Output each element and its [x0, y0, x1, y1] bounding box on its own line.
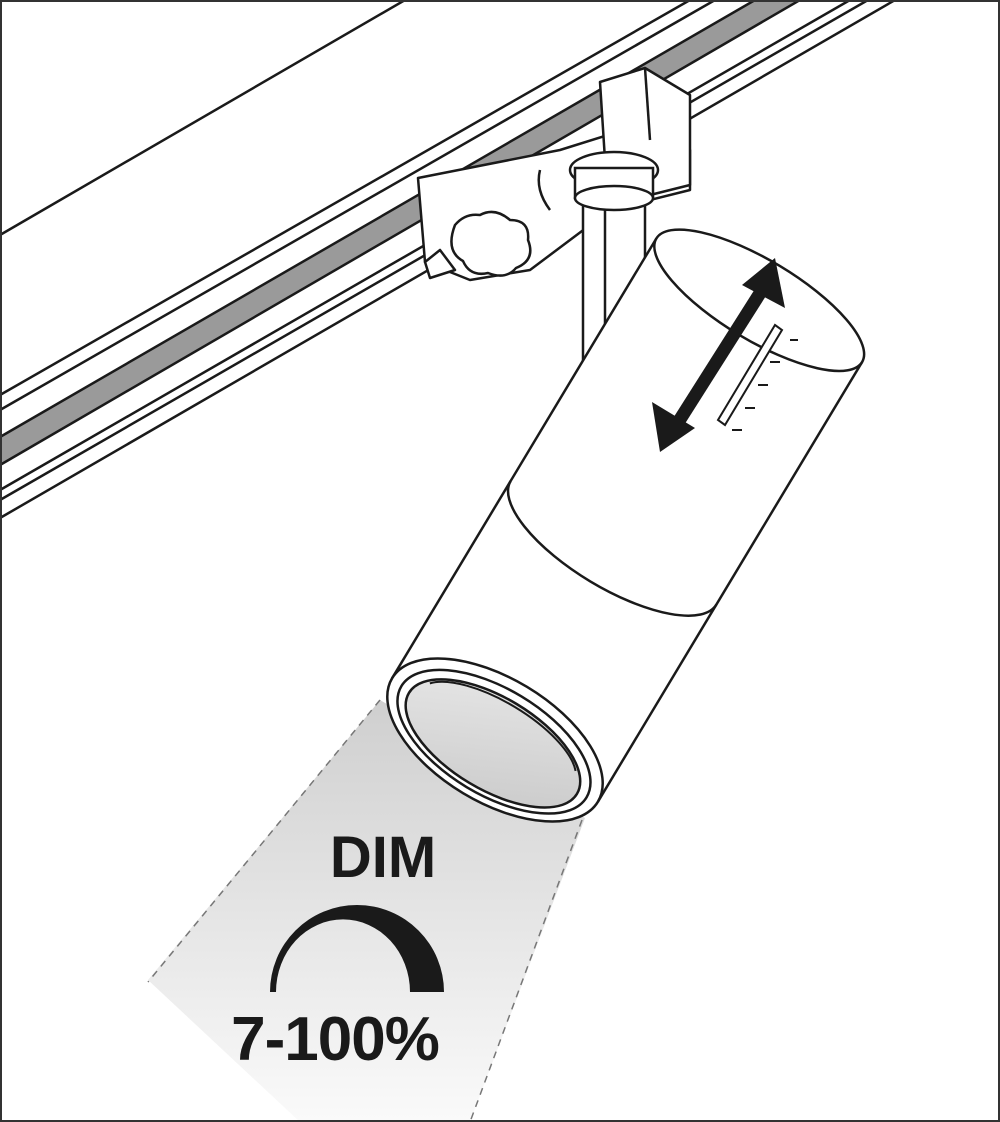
dimming-arc-icon: [270, 905, 444, 992]
rail-stripe: [0, 0, 803, 467]
beam-angle-scale: [716, 323, 798, 431]
dimming-range-label: 7-100%: [231, 1005, 440, 1074]
track-rail: [0, 0, 896, 520]
double-arrow-icon: [652, 258, 785, 452]
dim-label: DIM: [329, 825, 437, 890]
spotlight-body: [386, 228, 866, 823]
lens-reflector: [404, 678, 582, 809]
